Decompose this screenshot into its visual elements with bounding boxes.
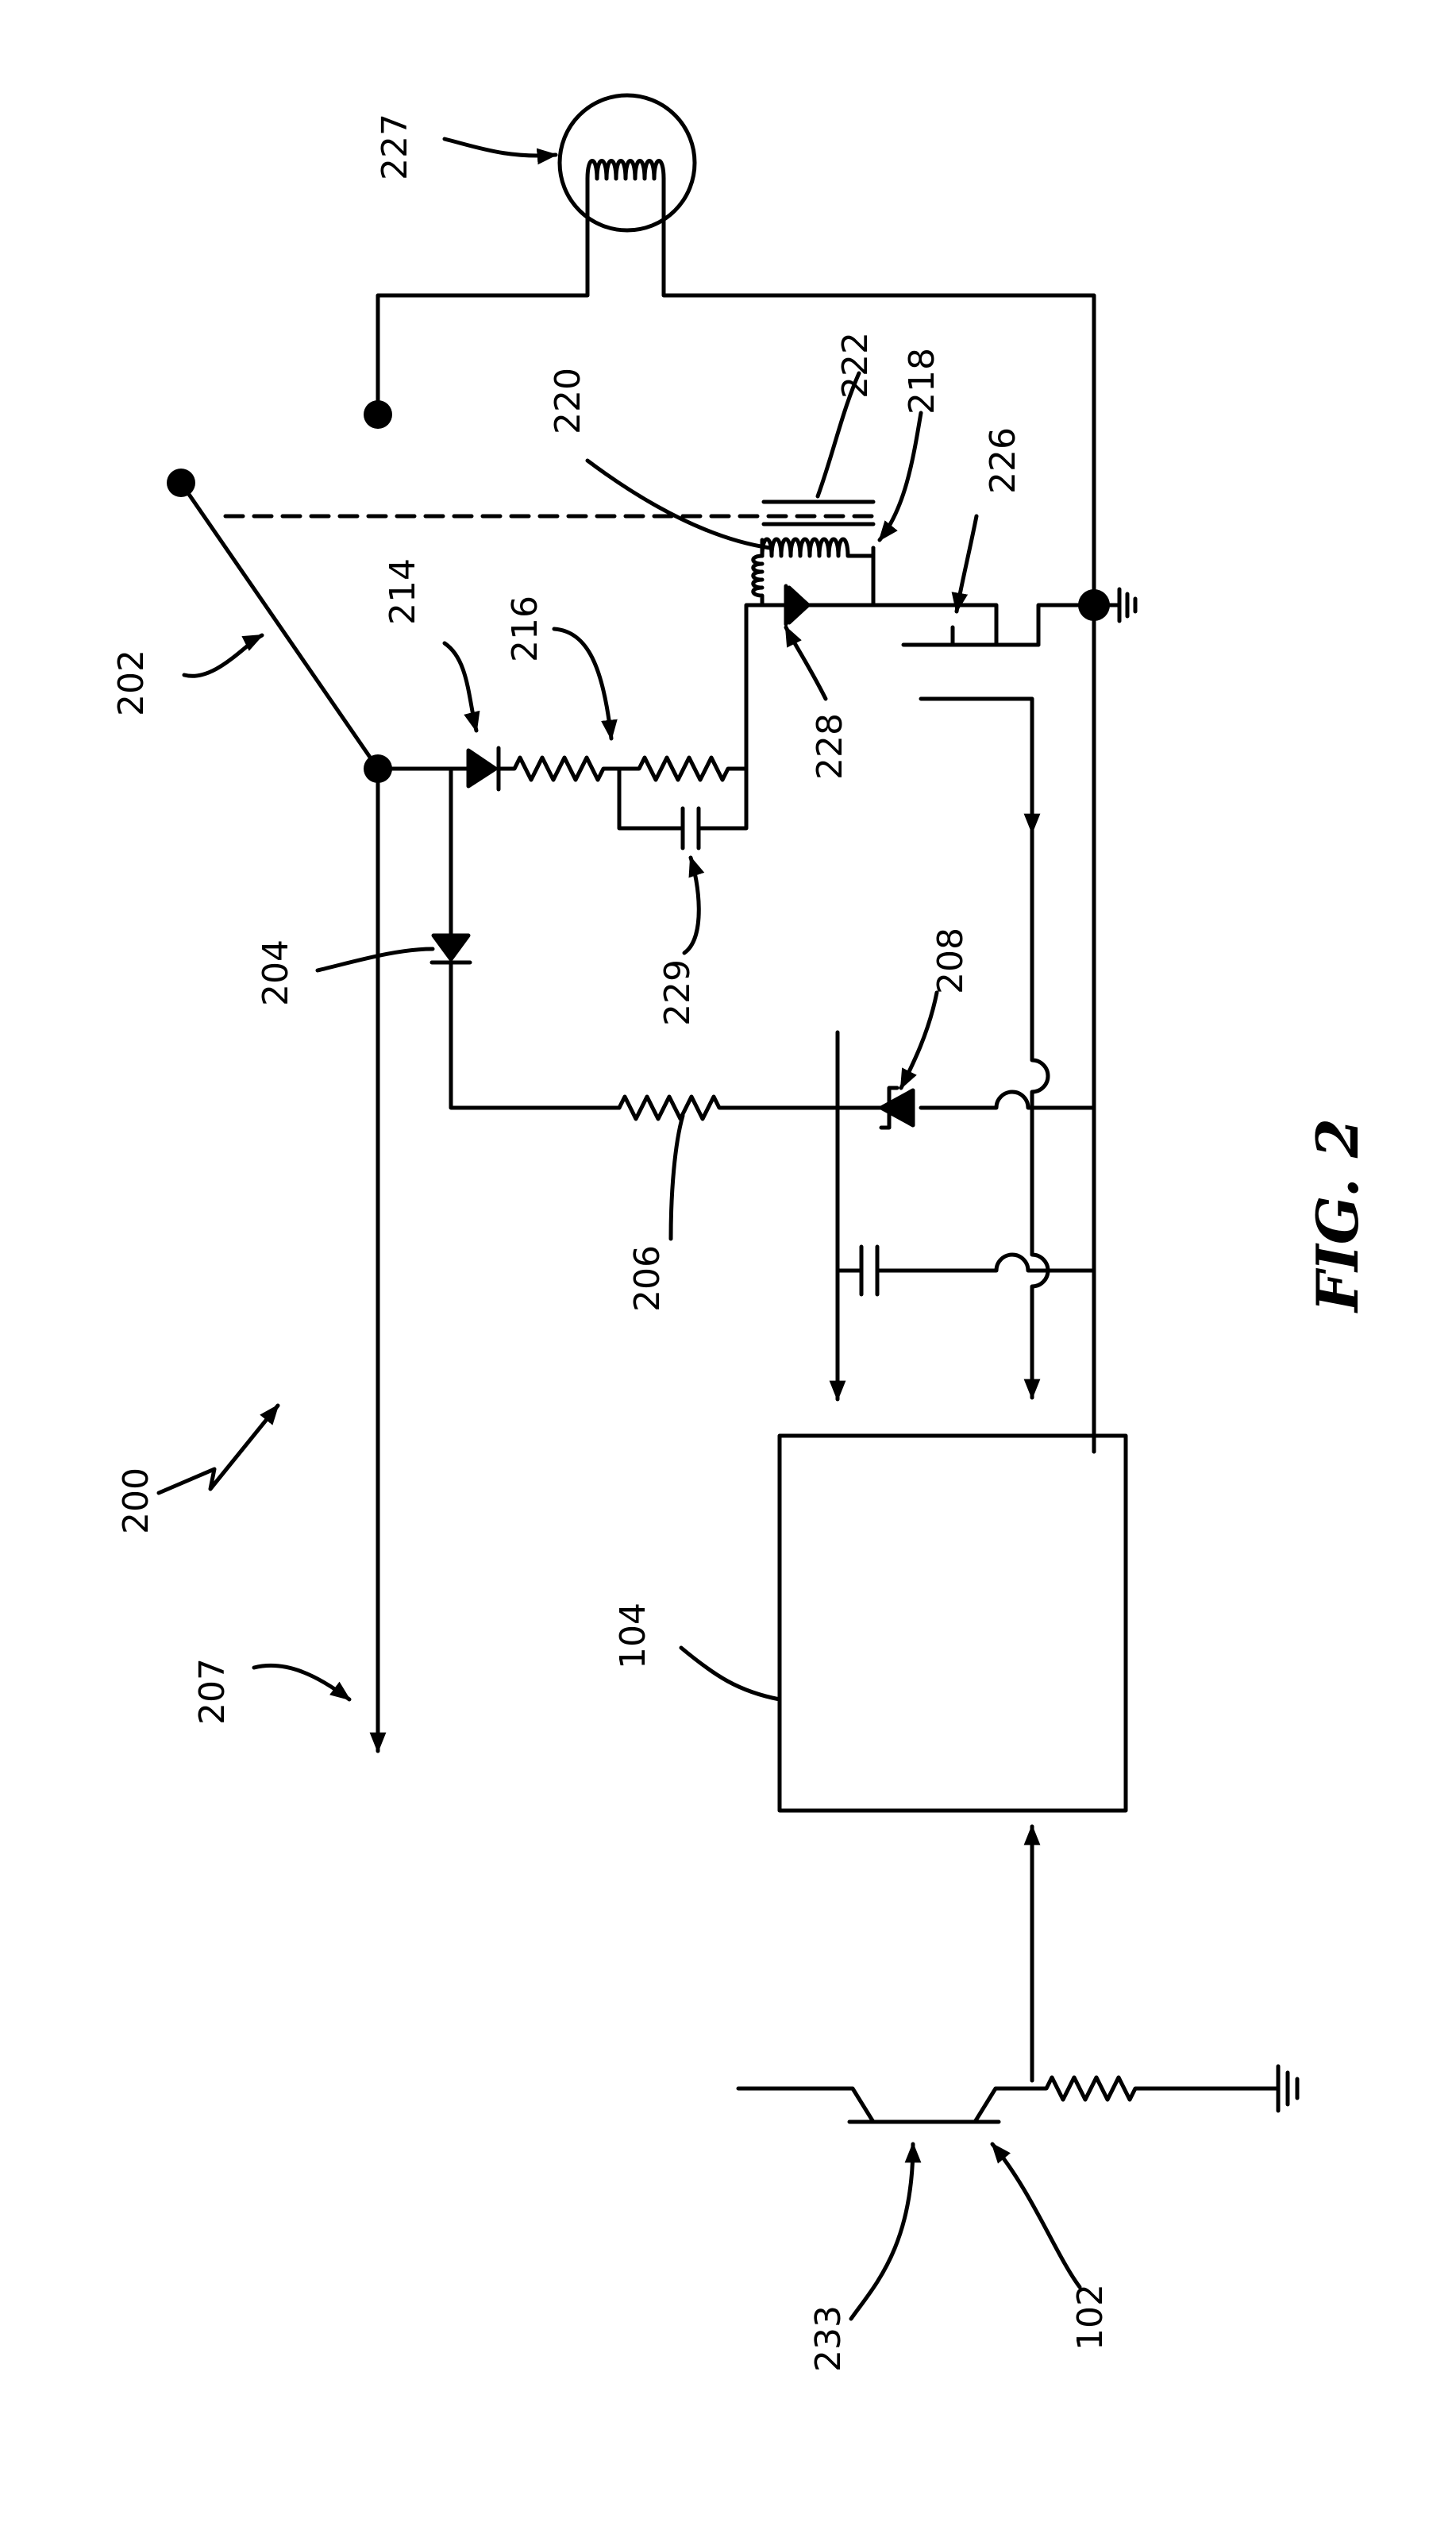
label-228: 228: [810, 713, 850, 780]
label-229: 229: [657, 959, 698, 1026]
lamp-bulb: [557, 93, 697, 233]
controller-block-104: [777, 1433, 1128, 1813]
lamp-lead-left: [376, 176, 590, 417]
leader-208: [899, 990, 939, 1090]
label-226: 226: [983, 427, 1023, 494]
mosfet-226-gate: [919, 696, 1034, 828]
label-220: 220: [548, 368, 588, 434]
gate-drive-line: [1023, 823, 1050, 1400]
leader-218: [877, 411, 923, 542]
junction-lamp-contact: [364, 400, 392, 429]
junction-switch-node: [364, 754, 392, 783]
mosfet-226-drain: [950, 625, 999, 647]
label-204: 204: [256, 939, 296, 1006]
lamp-lead-right: [661, 176, 1096, 1454]
leader-102: [990, 2142, 1082, 2289]
diode-228-body: [787, 585, 811, 625]
leader-200: [156, 1403, 280, 1495]
leader-204: [315, 947, 435, 973]
label-233: 233: [808, 2305, 849, 2372]
resistor-216b: [617, 755, 749, 782]
leader-207: [252, 1663, 352, 1702]
diode-214-body: [466, 748, 498, 789]
zener-208-body: [879, 1088, 915, 1128]
capacitor-229-wire: [617, 766, 749, 831]
leader-233: [849, 2142, 922, 2321]
pull-down-resistor: [1030, 2075, 1281, 2102]
ground-bottom-icon: [1276, 2064, 1300, 2113]
transistor-233-collector: [736, 2086, 876, 2124]
leader-206: [668, 1113, 685, 1241]
leader-104: [679, 1645, 782, 1702]
lamp-filament: [585, 159, 666, 181]
capacitor-filter-wire: [835, 1252, 1096, 1273]
leader-214: [442, 641, 480, 733]
label-222: 222: [835, 332, 876, 399]
diode-204-body: [431, 933, 471, 962]
wire-to-relay: [744, 603, 765, 771]
label-218: 218: [902, 348, 942, 415]
resistor-216a: [496, 755, 622, 782]
junction-switch-pivot: [167, 469, 195, 497]
label-206: 206: [627, 1245, 668, 1312]
transistor-233-emitter: [973, 2086, 1034, 2124]
label-227: 227: [375, 114, 415, 180]
switch-202-blade: [179, 480, 380, 771]
label-208: 208: [930, 928, 971, 994]
label-104: 104: [613, 1603, 653, 1669]
resistor-206: [617, 1094, 840, 1121]
figure-caption: FIG. 2: [1304, 1118, 1371, 1313]
leader-220: [585, 458, 772, 550]
leader-227: [442, 137, 558, 165]
label-202: 202: [111, 650, 152, 716]
mosfet-226-source: [1036, 603, 1096, 647]
leader-202: [182, 633, 264, 678]
leader-222: [815, 371, 861, 499]
relay-coil-frame: [760, 546, 876, 607]
label-102: 102: [1070, 2284, 1111, 2351]
label-207: 207: [192, 1658, 233, 1725]
leader-226: [951, 514, 979, 614]
label-214: 214: [383, 558, 423, 625]
wire-204-down: [449, 960, 622, 1110]
relay-coil-218: [751, 538, 765, 607]
zener-208-wire: [835, 1090, 1096, 1110]
relay-armature-222: [761, 499, 876, 526]
leader-216: [552, 627, 618, 741]
relay-coil-winding: [760, 537, 876, 558]
zener-208-bar: [879, 1086, 899, 1130]
leader-228: [784, 625, 828, 701]
junction-ground-node: [1078, 589, 1110, 621]
label-216: 216: [505, 596, 545, 662]
leader-229: [682, 855, 705, 955]
relay-to-mosfet: [871, 603, 999, 647]
label-200: 200: [116, 1468, 156, 1534]
